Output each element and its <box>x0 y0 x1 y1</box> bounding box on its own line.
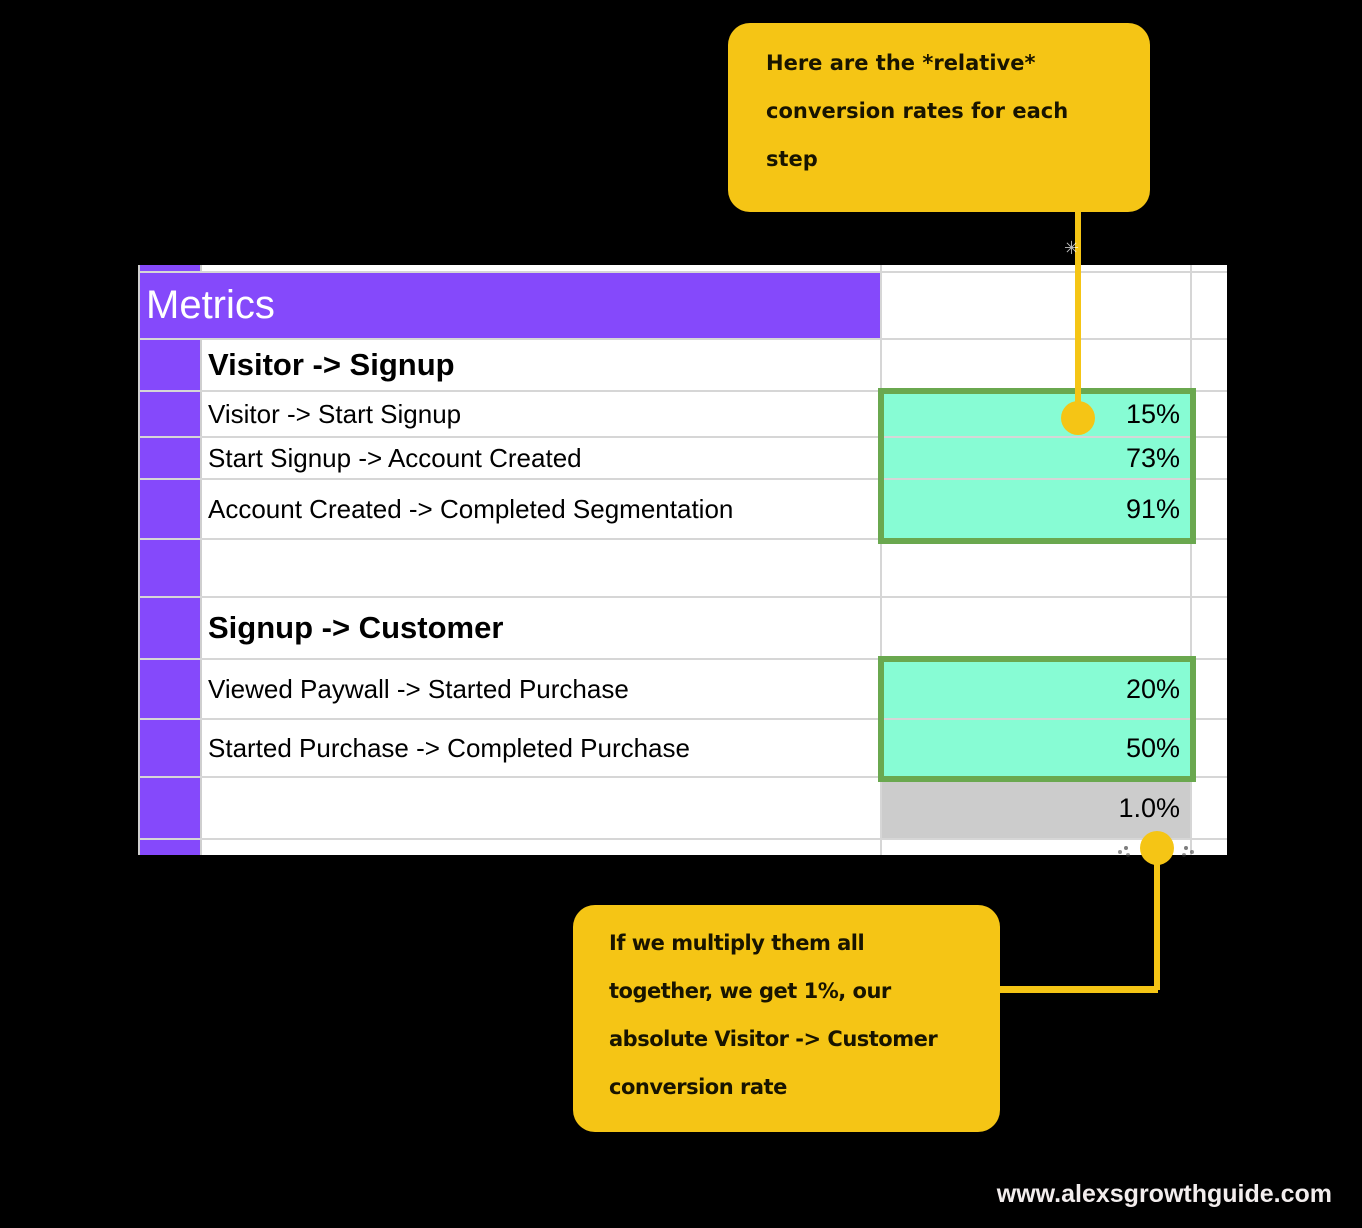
connector-line <box>1154 848 1160 990</box>
filler-cell[interactable] <box>1192 438 1223 478</box>
sheet-row: Visitor -> Signup <box>140 340 1227 392</box>
filler-cell[interactable] <box>1192 660 1223 718</box>
value-cell[interactable] <box>882 265 1192 271</box>
filler-cell[interactable] <box>1192 340 1223 390</box>
cell-text: Signup -> Customer <box>208 610 504 645</box>
value-cell[interactable]: 50% <box>882 720 1192 776</box>
value-cell[interactable]: 91% <box>882 480 1192 538</box>
highlight-border <box>878 388 1196 544</box>
label-cell[interactable] <box>202 265 882 271</box>
callout-text-line: step <box>766 147 818 171</box>
cell-text: Visitor -> Signup <box>208 347 455 382</box>
filler-cell[interactable] <box>1192 720 1223 776</box>
connector-line <box>997 986 1158 993</box>
value-cell[interactable] <box>882 540 1192 596</box>
callout-text-line: conversion rate <box>609 1075 787 1099</box>
cell-text: Visitor -> Start Signup <box>208 398 462 429</box>
label-cell[interactable]: Viewed Paywall -> Started Purchase <box>202 660 882 718</box>
sheet-row: 1.0% <box>140 778 1227 840</box>
callout-text-line: Here are the *relative* <box>766 51 1036 75</box>
cell-text: 91% <box>1125 493 1180 524</box>
connector-line <box>1075 210 1081 420</box>
cell-text: Metrics <box>146 283 275 327</box>
callout-text-line: together, we get 1%, our <box>609 979 891 1003</box>
filler-cell[interactable] <box>1192 540 1223 596</box>
row-header-cell[interactable] <box>140 840 202 855</box>
callout-text-line: conversion rates for each <box>766 99 1069 123</box>
row-header-cell[interactable] <box>140 660 202 718</box>
sparkle-decoration <box>1124 846 1128 850</box>
row-header-cell[interactable] <box>140 392 202 436</box>
callout-relative-rates: Here are the *relative* conversion rates… <box>728 23 1150 212</box>
filler-cell[interactable] <box>1192 840 1223 855</box>
value-cell[interactable] <box>882 840 1192 855</box>
label-cell[interactable]: Visitor -> Signup <box>202 340 882 390</box>
cell-text: Viewed Paywall -> Started Purchase <box>208 673 629 704</box>
filler-cell[interactable] <box>1192 392 1223 436</box>
value-cell[interactable]: 15% <box>882 392 1192 436</box>
callout-absolute-rate: If we multiply them all together, we get… <box>573 905 1000 1132</box>
label-cell[interactable]: Started Purchase -> Completed Purchase <box>202 720 882 776</box>
sheet-row: Metrics <box>140 273 1227 340</box>
sheet-row: Viewed Paywall -> Started Purchase 20% <box>140 660 1227 720</box>
label-cell[interactable]: Visitor -> Start Signup <box>202 392 882 436</box>
cell-text: 15% <box>1125 398 1180 429</box>
row-header-cell[interactable] <box>140 265 202 271</box>
value-cell[interactable]: 1.0% <box>882 778 1192 838</box>
label-cell[interactable] <box>202 778 882 838</box>
website-url: www.alexsgrowthguide.com <box>996 1180 1332 1208</box>
connector-dot <box>1140 831 1174 865</box>
label-cell[interactable] <box>202 840 882 855</box>
sheet-row <box>140 265 1227 273</box>
filler-cell[interactable] <box>1192 273 1223 338</box>
label-cell[interactable]: Start Signup -> Account Created <box>202 438 882 478</box>
sheet-row: Signup -> Customer <box>140 598 1227 660</box>
callout-text-line: absolute Visitor -> Customer <box>609 1027 938 1051</box>
highlight-border <box>878 656 1196 782</box>
filler-cell[interactable] <box>1192 598 1223 658</box>
cell-text: Account Created -> Completed Segmentatio… <box>208 493 734 524</box>
label-cell[interactable]: Signup -> Customer <box>202 598 882 658</box>
cell-text: Started Purchase -> Completed Purchase <box>208 732 690 763</box>
row-header-cell[interactable] <box>140 778 202 838</box>
sheet-row: Start Signup -> Account Created 73% <box>140 438 1227 480</box>
row-header-cell[interactable] <box>140 480 202 538</box>
filler-cell[interactable] <box>1192 265 1223 271</box>
callout-text-line: If we multiply them all <box>609 931 865 955</box>
value-cell[interactable] <box>882 340 1192 390</box>
filler-cell[interactable] <box>1192 480 1223 538</box>
sheet-row <box>140 840 1227 855</box>
value-cell[interactable]: 73% <box>882 438 1192 478</box>
value-cell[interactable] <box>882 273 1192 338</box>
cell-text: Start Signup -> Account Created <box>208 442 582 473</box>
cell-text: 1.0% <box>1118 792 1180 823</box>
filler-cell[interactable] <box>1192 778 1223 838</box>
sparkle-decoration <box>1184 846 1188 850</box>
value-cell[interactable] <box>882 598 1192 658</box>
row-header-cell[interactable] <box>140 438 202 478</box>
label-cell[interactable]: Account Created -> Completed Segmentatio… <box>202 480 882 538</box>
cell-text: 20% <box>1125 673 1180 704</box>
row-header-cell[interactable] <box>140 340 202 390</box>
sheet-row <box>140 540 1227 598</box>
cell-text: 50% <box>1125 732 1180 763</box>
cell-text: 73% <box>1125 442 1180 473</box>
sheet-row: Started Purchase -> Completed Purchase 50… <box>140 720 1227 778</box>
sheet-row: Account Created -> Completed Segmentatio… <box>140 480 1227 540</box>
row-header-cell[interactable] <box>140 720 202 776</box>
connector-dot <box>1061 401 1095 435</box>
sheet-row: Visitor -> Start Signup 15% <box>140 392 1227 438</box>
row-header-cell[interactable] <box>140 598 202 658</box>
header-cell[interactable]: Metrics <box>140 273 882 338</box>
sparkle-decoration: ✳ <box>1064 238 1080 259</box>
label-cell[interactable] <box>202 540 882 596</box>
row-header-cell[interactable] <box>140 540 202 596</box>
